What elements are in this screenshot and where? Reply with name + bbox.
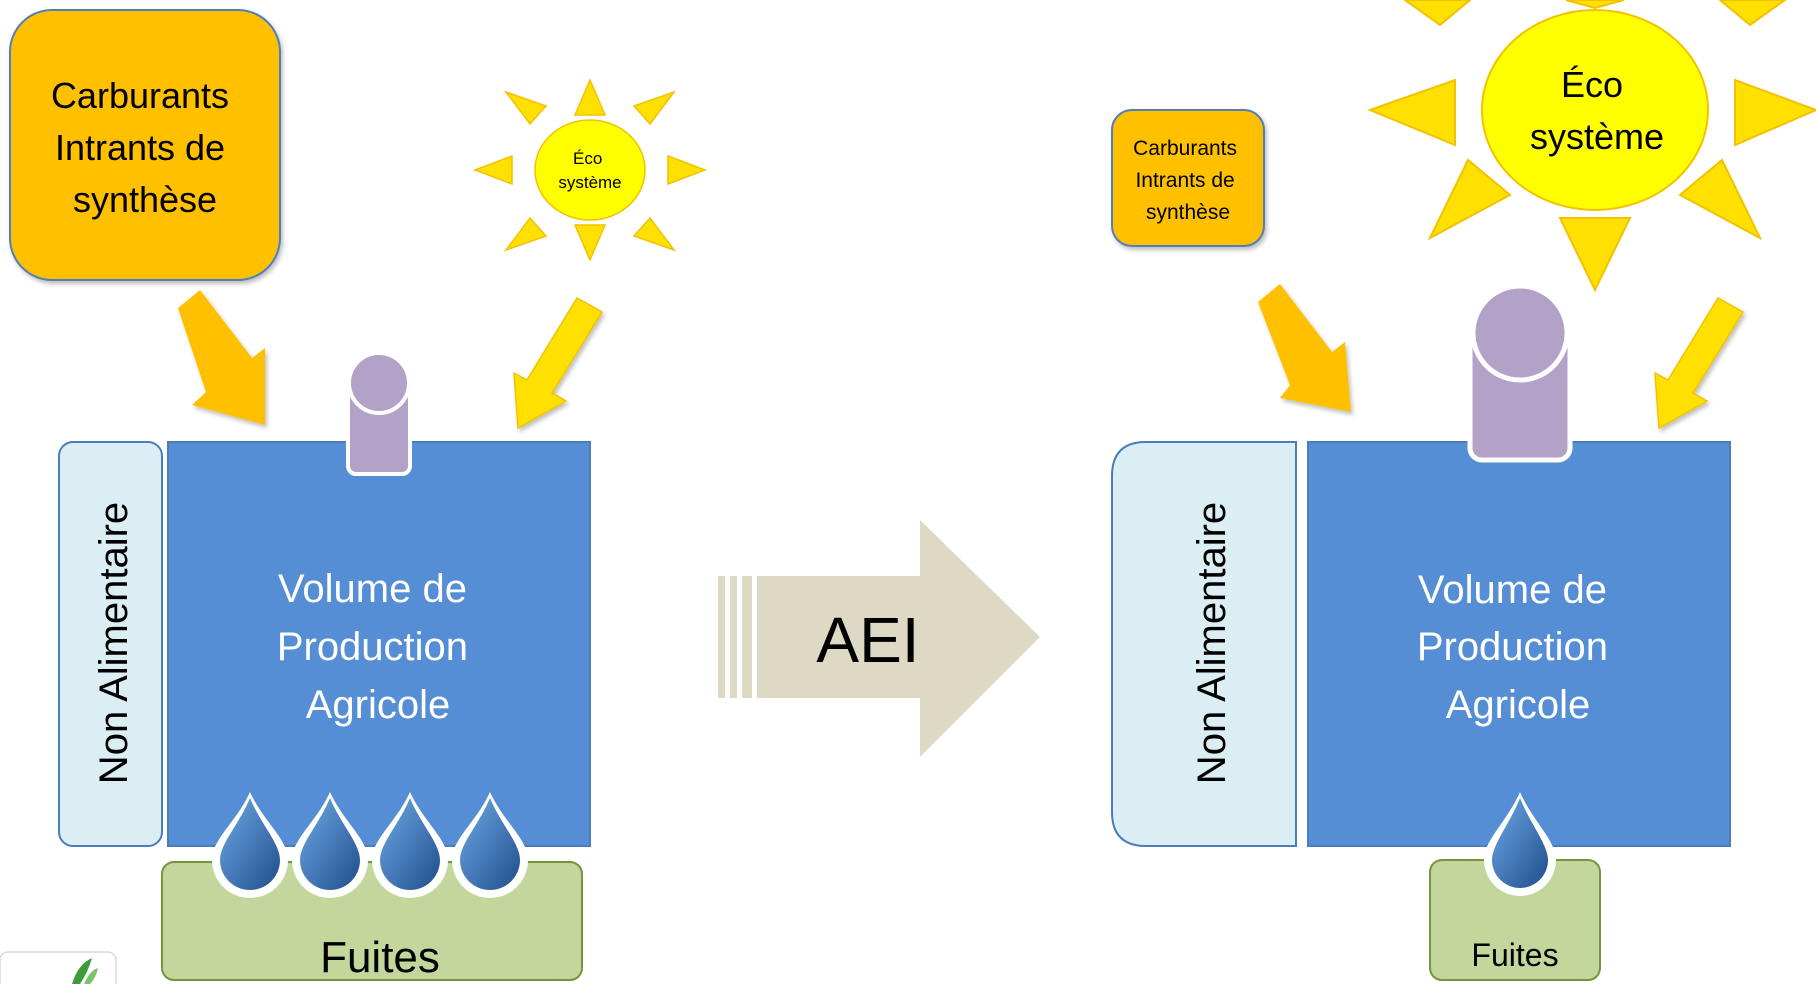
left-production-line2: Production <box>277 625 468 669</box>
left-inputs-line1: Carburants <box>51 75 229 116</box>
right-drops <box>1484 792 1556 896</box>
water-drop-icon <box>460 798 520 890</box>
left-non-food-label: Non Alimentaire <box>92 502 136 784</box>
left-sun-line2: système <box>558 173 621 192</box>
right-non-food-label: Non Alimentaire <box>1190 502 1234 784</box>
svg-text:Volume de Production: Volume de Production Agricole <box>1417 568 1619 727</box>
water-drop-icon <box>1492 798 1548 888</box>
aei-label: AEI <box>816 604 919 676</box>
right-non-food-box <box>1111 441 1297 847</box>
svg-text:Éco système: Éco système <box>558 149 621 192</box>
left-sun-line1: Éco <box>573 149 602 168</box>
left-scene: Carburants Intrants de synthèse Éco syst… <box>9 9 708 982</box>
left-non-food-box <box>58 441 163 847</box>
svg-text:Éco système: Éco système <box>1530 64 1664 157</box>
right-production-box <box>1307 441 1731 847</box>
water-drop-icon <box>300 798 360 890</box>
left-production-line3: Agricole <box>306 683 451 727</box>
right-scene: Carburants Intrants de synthèse Éco syst… <box>1111 0 1816 981</box>
right-inputs-line2: Intrants de <box>1135 169 1234 192</box>
right-sun-line2: système <box>1530 116 1664 157</box>
right-inputs-line3: synthèse <box>1146 201 1230 224</box>
water-drop-icon <box>380 798 440 890</box>
right-sun-icon <box>1367 0 1816 293</box>
left-sun-icon <box>472 78 708 262</box>
right-inputs-line1: Carburants <box>1133 137 1237 160</box>
right-production-line2: Production <box>1417 625 1608 669</box>
right-inputs-box <box>1111 109 1265 247</box>
left-drops <box>212 792 528 898</box>
right-leaks-label: Fuites <box>1471 937 1558 973</box>
leaf-logo-icon <box>0 951 117 984</box>
left-leaks-label: Fuites <box>320 933 440 982</box>
left-inputs-line2: Intrants de <box>55 127 225 168</box>
right-inputs-arrow-icon <box>1258 284 1351 412</box>
right-sun-arrow-icon <box>1654 296 1745 430</box>
svg-text:Carburants Intrants de: Carburants Intrants de synthèse <box>51 75 239 220</box>
left-inputs-line3: synthèse <box>73 179 217 220</box>
left-sun-arrow-icon <box>513 296 604 430</box>
left-inputs-arrow-icon <box>178 290 265 425</box>
left-production-box <box>167 441 591 847</box>
right-sun-line1: Éco <box>1561 64 1623 105</box>
right-production-line3: Agricole <box>1446 683 1591 727</box>
water-drop-icon <box>220 798 280 890</box>
svg-text:Carburants Intrants de: Carburants Intrants de synthèse <box>1133 137 1243 224</box>
svg-text:Volume de Production: Volume de Production Agricole <box>277 567 479 727</box>
left-production-line1: Volume de <box>278 567 467 611</box>
aei-arrow <box>718 520 1040 757</box>
left-inputs-box <box>9 9 281 281</box>
left-person-icon <box>346 351 412 476</box>
right-production-line1: Volume de <box>1418 568 1607 612</box>
right-person-icon <box>1467 283 1573 463</box>
